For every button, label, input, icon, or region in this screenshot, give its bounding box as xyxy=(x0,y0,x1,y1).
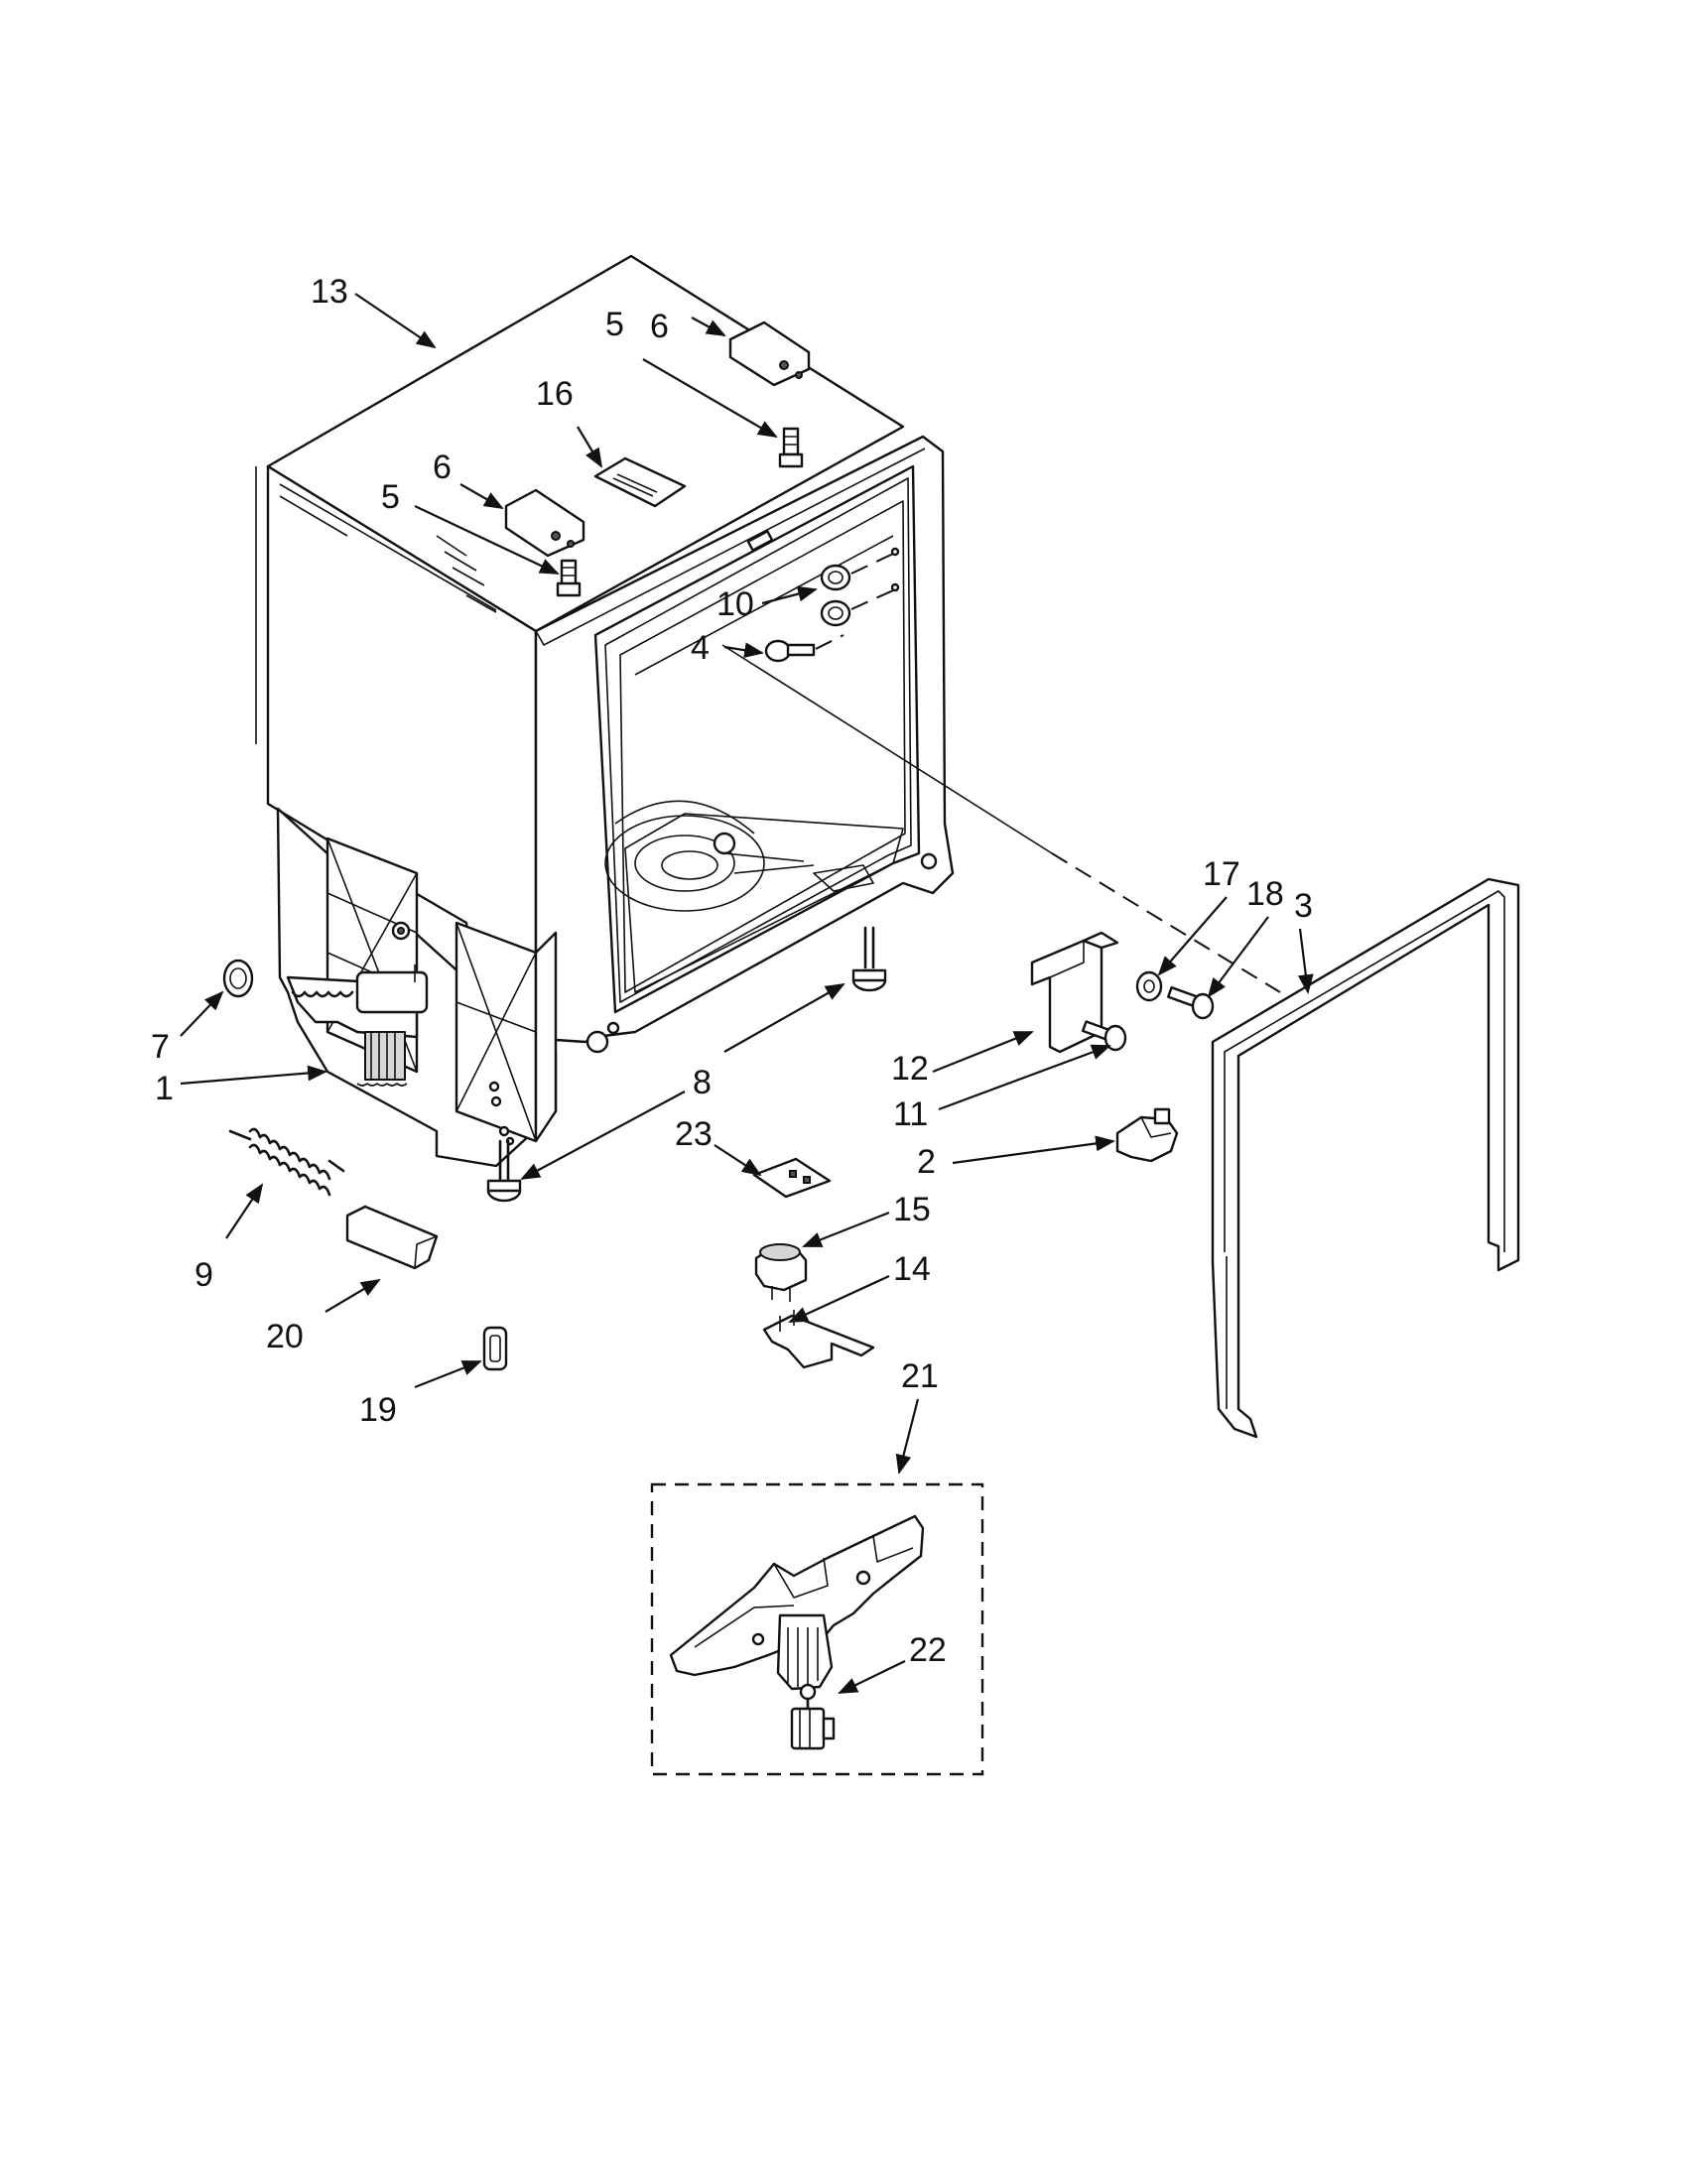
vent-clip xyxy=(593,456,687,508)
door-gasket xyxy=(1211,877,1520,1439)
leader-lines xyxy=(180,293,1314,1694)
callout-16: 16 xyxy=(536,375,574,413)
switch-bracket xyxy=(762,1310,875,1369)
clip xyxy=(482,1326,508,1371)
callout-labels: 13 6 5 16 6 5 10 4 7 1 8 23 9 20 19 15 1… xyxy=(151,273,1313,1669)
callout-11: 11 xyxy=(893,1095,928,1133)
screw-4 xyxy=(764,634,844,663)
callout-2: 2 xyxy=(917,1143,936,1181)
leveling-leg-right xyxy=(851,926,887,992)
callout-9: 9 xyxy=(195,1256,213,1294)
screw-18 xyxy=(1166,985,1215,1020)
washer-17 xyxy=(1135,970,1163,1002)
base xyxy=(276,807,558,1168)
callout-18: 18 xyxy=(1246,875,1284,913)
callout-4: 4 xyxy=(691,629,710,667)
callout-12: 12 xyxy=(891,1050,929,1088)
kit-box xyxy=(650,1482,984,1776)
callout-20: 20 xyxy=(266,1318,304,1355)
callout-6-right: 6 xyxy=(650,308,669,345)
screw-left xyxy=(556,559,582,597)
callout-17: 17 xyxy=(1203,855,1240,893)
plug-7 xyxy=(222,959,254,998)
callout-7: 7 xyxy=(151,1028,170,1066)
callout-21: 21 xyxy=(901,1357,939,1395)
callout-23: 23 xyxy=(675,1115,713,1153)
float xyxy=(754,1243,808,1302)
callout-19: 19 xyxy=(359,1391,397,1429)
callout-1: 1 xyxy=(155,1070,174,1107)
callout-3: 3 xyxy=(1294,887,1313,925)
hinge-bracket-left xyxy=(504,488,585,558)
spring xyxy=(228,1127,345,1197)
callout-13: 13 xyxy=(311,273,348,311)
rack-stop xyxy=(820,547,900,627)
coupling-22 xyxy=(790,1683,836,1750)
door-strike xyxy=(1115,1107,1179,1163)
sheet-clip xyxy=(752,1157,832,1199)
callout-15: 15 xyxy=(893,1191,931,1228)
tub-assembly xyxy=(255,254,955,1054)
callout-5-right: 5 xyxy=(605,306,624,343)
hinge-bracket-right xyxy=(728,321,811,387)
spray-arm-manifold xyxy=(669,1514,925,1691)
callout-8: 8 xyxy=(693,1064,712,1101)
screw-right xyxy=(778,427,804,468)
callout-10: 10 xyxy=(716,585,754,623)
callout-6-left: 6 xyxy=(433,449,452,486)
pad xyxy=(345,1205,439,1270)
callout-14: 14 xyxy=(893,1250,931,1288)
leveling-leg-left xyxy=(486,1139,522,1203)
screw-11 xyxy=(1081,1020,1127,1052)
callout-22: 22 xyxy=(909,1631,947,1669)
callout-5-left: 5 xyxy=(381,478,400,516)
